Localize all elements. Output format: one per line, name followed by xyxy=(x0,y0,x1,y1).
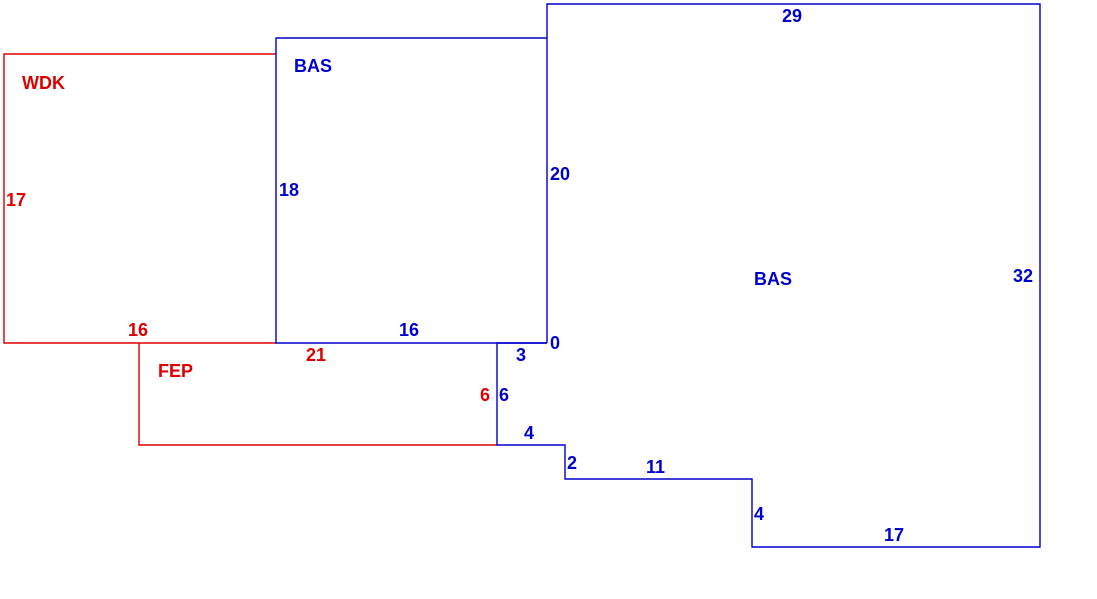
bas-main-dim-bottom: 17 xyxy=(884,525,904,545)
bas-small-outline xyxy=(275,37,547,344)
fep-dim-top: 21 xyxy=(306,345,326,365)
bas-small-dim-bottom: 16 xyxy=(399,320,419,340)
bas-main-dim-step-f: 4 xyxy=(754,504,764,524)
wdk-dim-bottom: 16 xyxy=(128,320,148,340)
bas-main-label: BAS xyxy=(754,269,792,289)
bas-main-dim-top: 29 xyxy=(782,6,802,26)
fep-label: FEP xyxy=(158,361,193,381)
bas-main-dim-step-a: 3 xyxy=(516,345,526,365)
bas-main-dim-right: 32 xyxy=(1013,266,1033,286)
bas-small-dim-left: 18 xyxy=(279,180,299,200)
wdk-outline xyxy=(3,53,276,344)
fep-dim-right: 6 xyxy=(480,385,490,405)
wdk-label: WDK xyxy=(22,73,65,93)
fep-outline xyxy=(138,343,497,446)
bas-main-dim-step-e: 11 xyxy=(646,457,665,477)
bas-main-dim-step-d: 2 xyxy=(567,453,577,473)
bas-main-outline xyxy=(496,3,1041,548)
bas-main-dim-step-b: 6 xyxy=(499,385,509,405)
bas-main-dim-notch: 0 xyxy=(550,333,560,353)
wdk-dim-left: 17 xyxy=(6,190,26,210)
bas-main-dim-step-c: 4 xyxy=(524,423,534,443)
bas-small-label: BAS xyxy=(294,56,332,76)
bas-main-dim-left: 20 xyxy=(550,164,570,184)
